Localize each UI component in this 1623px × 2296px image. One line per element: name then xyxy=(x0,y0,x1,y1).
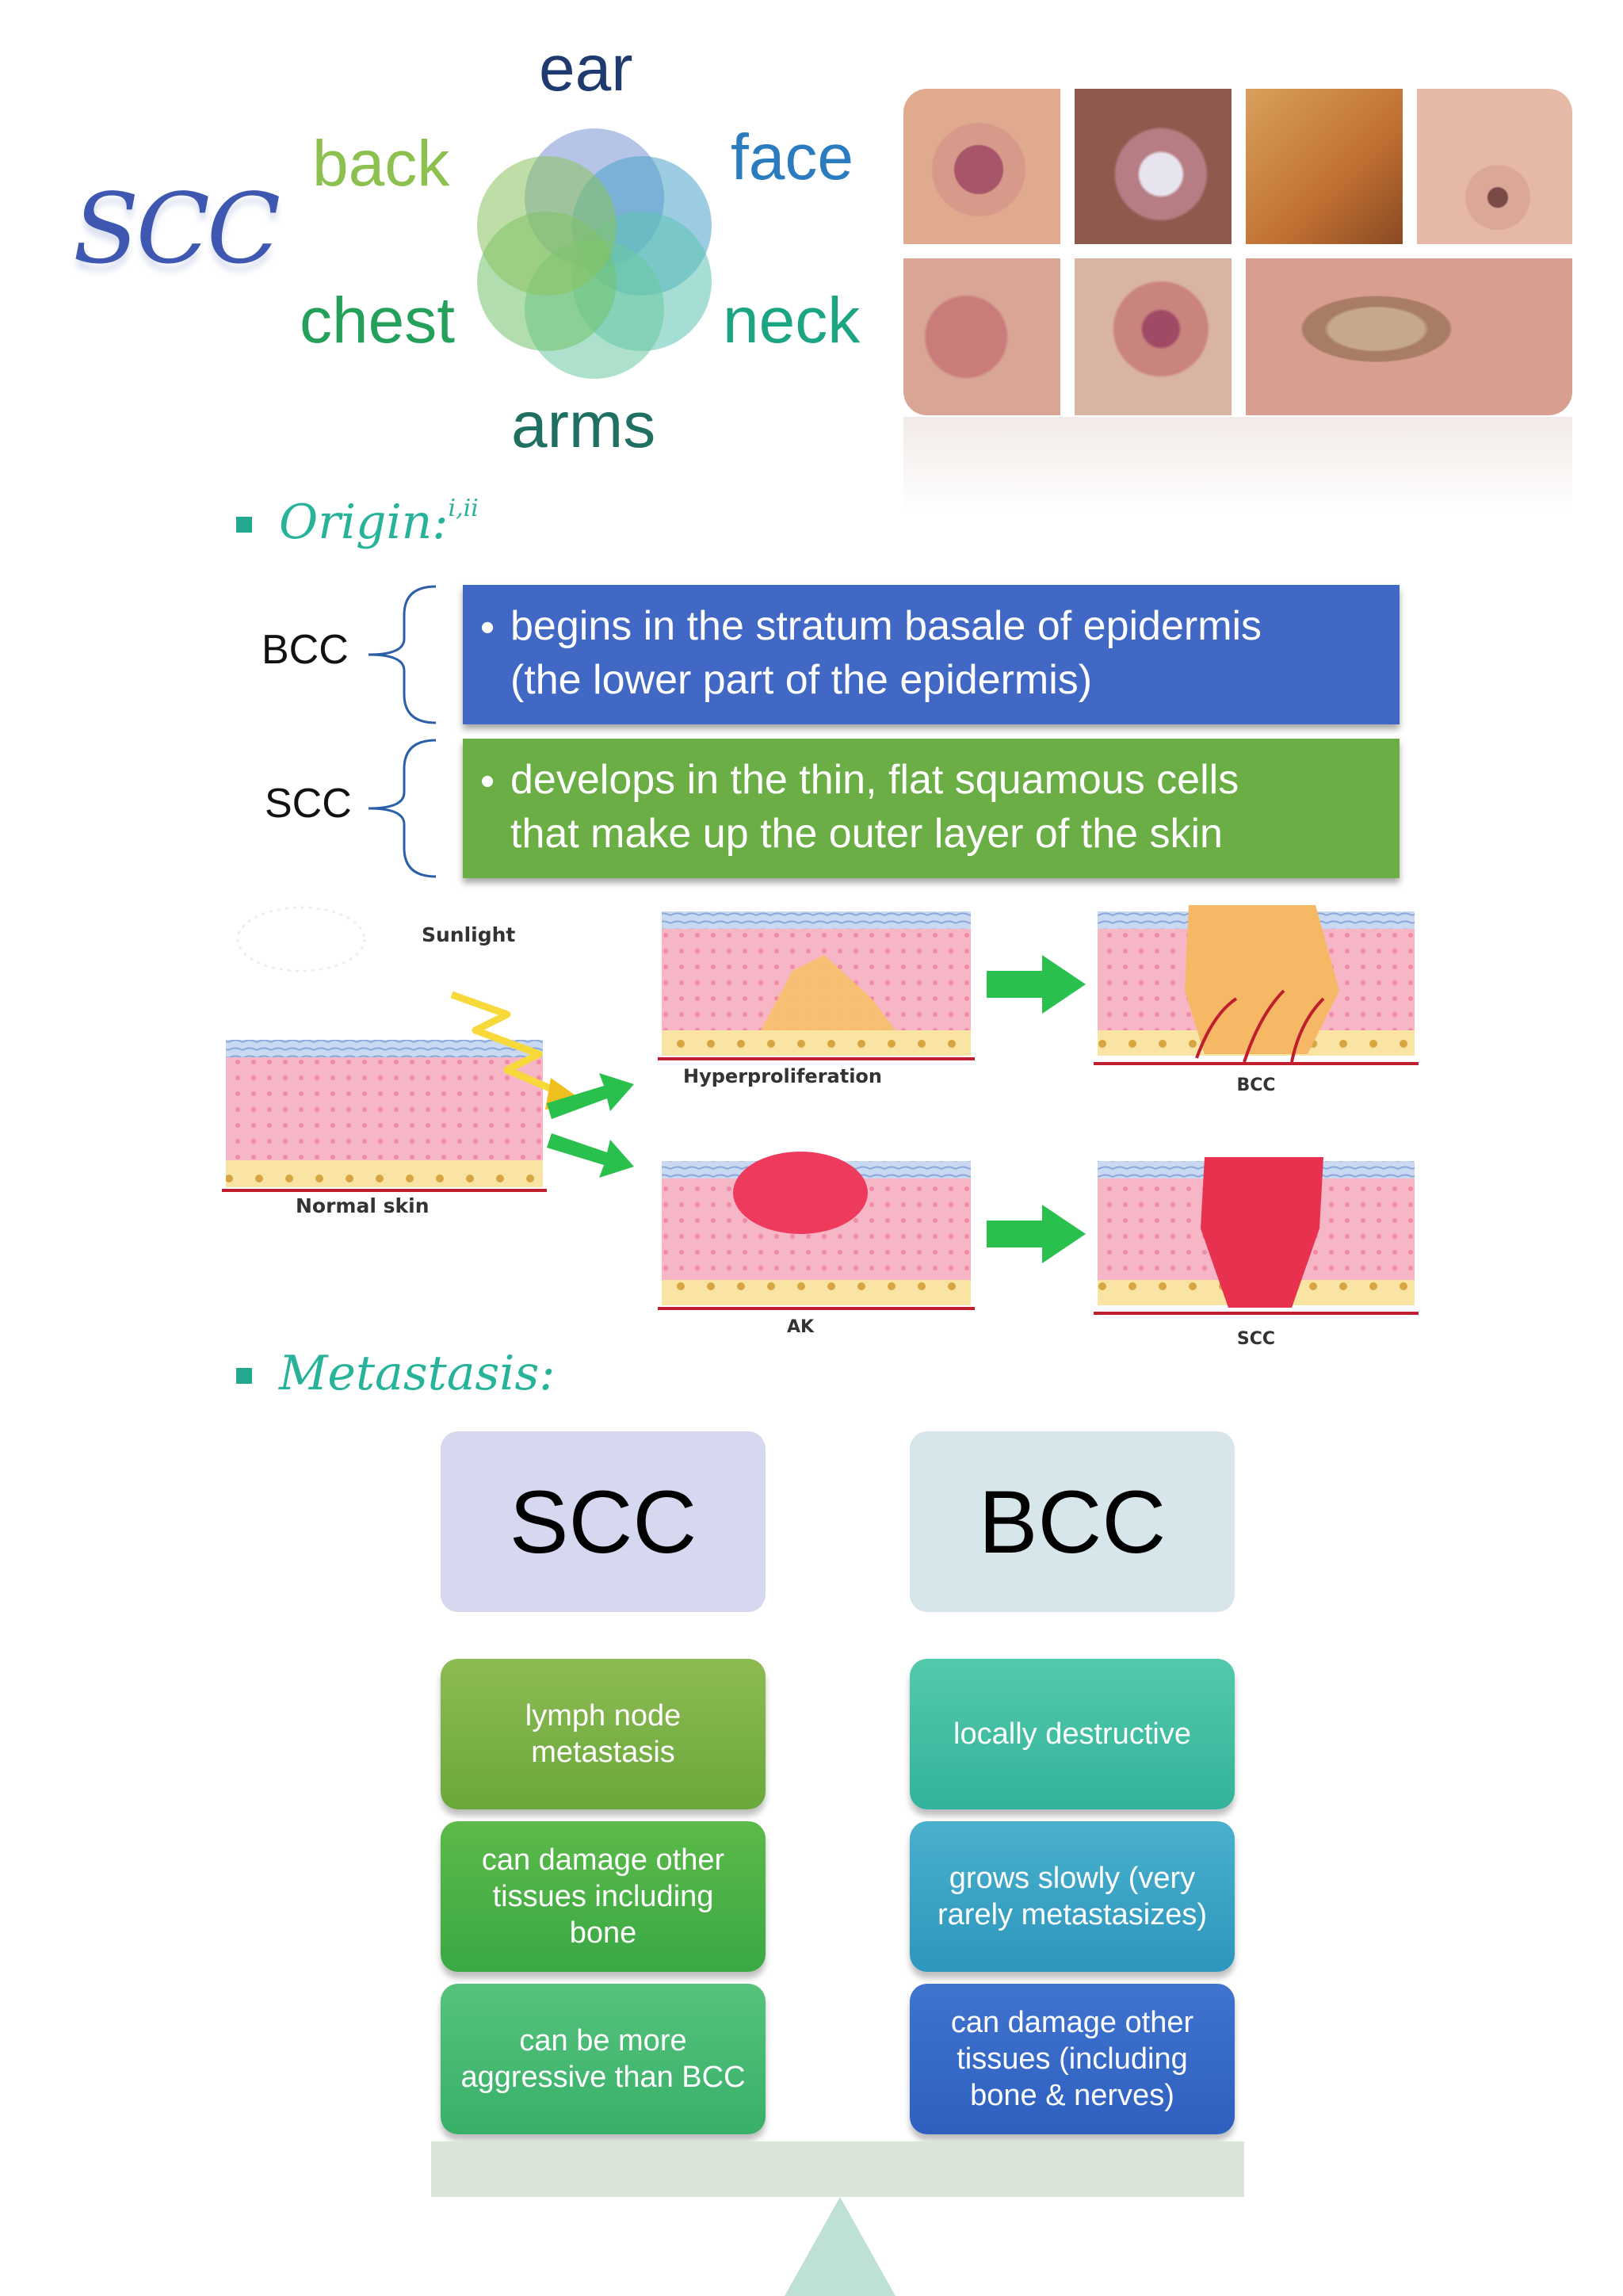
diagram-label-normal-skin: Normal skin xyxy=(296,1194,430,1217)
bcc-bar-line2: (the lower part of the epidermis) xyxy=(510,657,1093,703)
scc-progression-block xyxy=(1094,1157,1419,1315)
site-arms: arms xyxy=(511,389,656,461)
bcc-item-locally-destructive: locally destructive xyxy=(910,1659,1235,1809)
metastasis-heading: Metastasis: xyxy=(279,1346,556,1401)
diagram-label-hyperproliferation: Hyperproliferation xyxy=(683,1065,882,1087)
bcc-progression-block xyxy=(1094,905,1419,1065)
lesion-photo xyxy=(903,89,1060,244)
brace-icon xyxy=(368,585,437,724)
lesion-photo xyxy=(1075,258,1232,415)
origin-heading-text: Origin: xyxy=(279,495,449,550)
lesion-photo xyxy=(1246,89,1403,244)
metastasis-bullet-icon xyxy=(236,1368,252,1384)
diagram-label-ak: AK xyxy=(787,1317,815,1337)
scc-item-damage-bone: can damage other tissues including bone xyxy=(441,1821,766,1972)
origin-heading: Origin:i,ii xyxy=(279,495,479,550)
ak-block xyxy=(658,1152,975,1310)
bcc-bar-bullet: • xyxy=(480,605,495,651)
scc-bar-line1: develops in the thin, flat squamous cell… xyxy=(510,757,1239,803)
lesion-photo xyxy=(1246,258,1572,415)
scc-item-aggressive: can be more aggressive than BCC xyxy=(441,1984,766,2134)
origin-bcc-bar: • begins in the stratum basale of epider… xyxy=(463,585,1400,724)
lesion-photo xyxy=(903,258,1060,415)
brace-icon xyxy=(368,739,437,878)
green-arrow-icon xyxy=(547,1073,634,1119)
normal-skin-block xyxy=(222,1040,547,1192)
origin-label-scc: SCC xyxy=(265,781,352,827)
origin-label-bcc: BCC xyxy=(262,627,349,673)
origin-superscript: i,ii xyxy=(448,495,479,522)
green-arrow-icon xyxy=(987,955,1086,1014)
bcc-item-grows-slowly: grows slowly (very rarely metastasizes) xyxy=(910,1821,1235,1972)
lesion-photo xyxy=(1075,89,1232,244)
bcc-item-damage-nerves: can damage other tissues (including bone… xyxy=(910,1984,1235,2134)
balance-beam xyxy=(431,2141,1244,2197)
metastasis-header-bcc: BCC xyxy=(910,1431,1235,1612)
balance-fulcrum-icon xyxy=(785,2197,896,2296)
site-ear: ear xyxy=(539,32,633,105)
scc-bar-line2: that make up the outer layer of the skin xyxy=(510,811,1223,857)
collage-reflection xyxy=(903,417,1572,512)
origin-bullet-icon xyxy=(236,517,252,533)
origin-scc-bar: • develops in the thin, flat squamous ce… xyxy=(463,739,1400,878)
faint-circle xyxy=(236,906,366,972)
site-face: face xyxy=(731,121,854,193)
diagram-label-scc: SCC xyxy=(1237,1329,1275,1349)
scc-bar-bullet: • xyxy=(480,758,495,804)
site-back: back xyxy=(312,128,450,200)
lesion-photo xyxy=(1417,89,1572,244)
hyperproliferation-block xyxy=(658,911,975,1060)
sites-venn-icon xyxy=(477,128,712,379)
metastasis-header-scc: SCC xyxy=(441,1431,766,1612)
green-arrow-icon xyxy=(547,1133,634,1178)
scc-item-lymph-node: lymph node metastasis xyxy=(441,1659,766,1809)
sunlight-zigzag-icon xyxy=(450,991,564,1098)
diagram-label-sunlight: Sunlight xyxy=(422,923,515,946)
site-chest: chest xyxy=(300,285,455,357)
bcc-bar-line1: begins in the stratum basale of epidermi… xyxy=(510,603,1262,649)
skin-progression-diagram: Sunlight Hyperproliferation BCC Normal s… xyxy=(222,905,1419,1349)
green-arrow-icon xyxy=(987,1205,1086,1263)
site-neck: neck xyxy=(723,285,861,357)
scc-title: SCC xyxy=(73,173,281,285)
lesion-photo-collage xyxy=(903,89,1572,415)
diagram-label-bcc: BCC xyxy=(1236,1075,1275,1095)
